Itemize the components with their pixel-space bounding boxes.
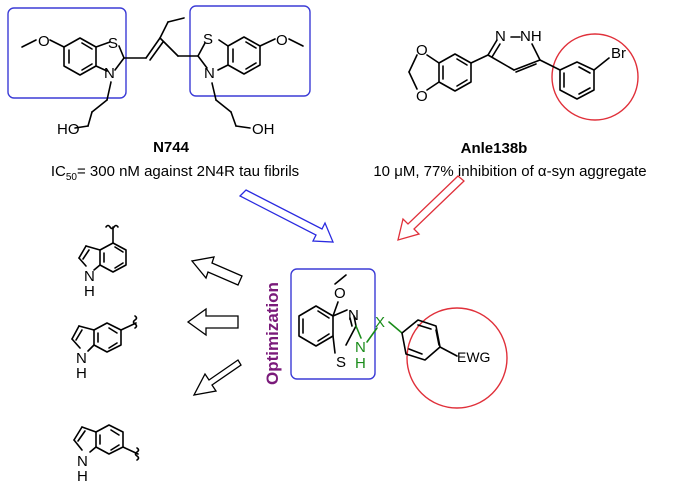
n744-hydroxyl-left: HO (57, 121, 80, 138)
n744-hydroxyl-right: OH (252, 121, 275, 138)
indole-5-substituted: N H (71, 315, 138, 382)
arrow-to-indole-5 (186, 307, 239, 337)
arrow-to-indole-4 (190, 256, 243, 286)
anle138b-structure: O O N NH Br (408, 28, 639, 121)
n744-structure: S N O HO S N O (7, 5, 311, 138)
anle138b-oxygen-bottom: O (416, 88, 428, 105)
indole-5-nitrogen: N (76, 350, 87, 367)
indole-5-hydrogen: H (76, 365, 87, 382)
linker-hydrogen: H (355, 355, 366, 372)
indole-6-nitrogen: N (77, 453, 88, 470)
n744-name: N744 (153, 139, 190, 156)
arrow-to-indole-6 (192, 359, 242, 396)
n744-activity: IC50= 300 nM against 2N4R tau fibrils (51, 163, 299, 183)
anle138b-bromophenyl-circle (551, 33, 639, 121)
scaffold-methoxy-oxygen: O (334, 285, 346, 302)
indole-4-hydrogen: H (84, 283, 95, 300)
n744-oxygen-right: O (276, 32, 288, 49)
n744-nitrogen-left: N (104, 65, 115, 82)
indole-6-substituted: N H (73, 424, 140, 485)
red-arrow (397, 175, 465, 241)
indole-4-substituted: N H (78, 224, 127, 300)
scaffold-thiazole-nitrogen: N (348, 307, 359, 324)
linker-x: X (375, 314, 385, 331)
ewg-aryl-circle (406, 307, 508, 409)
n744-sulfur-right: S (203, 31, 213, 48)
linker-nitrogen: N (355, 339, 366, 356)
anle138b-pyrazole-nh: NH (520, 28, 542, 45)
n744-sulfur-left: S (108, 35, 118, 52)
indole-4-nitrogen: N (84, 268, 95, 285)
optimization-label: Optimization (263, 282, 282, 385)
anle138b-pyrazole-n: N (495, 28, 506, 45)
benzothiazole-core-box (290, 268, 376, 380)
ewg-label: EWG (457, 349, 490, 365)
n744-right-benzothiazole-box (189, 5, 311, 97)
anle138b-activity: 10 μM, 77% inhibition of α-syn aggregate (373, 163, 646, 180)
scaffold-thiazole-sulfur: S (336, 354, 346, 371)
n744-left-benzothiazole-box (7, 7, 127, 99)
n744-nitrogen-right: N (204, 65, 215, 82)
anle138b-name: Anle138b (461, 140, 528, 157)
n744-oxygen-left: O (38, 33, 50, 50)
optimized-scaffold: O N S N H X (290, 268, 403, 380)
indole-6-hydrogen: H (77, 468, 88, 485)
anle138b-oxygen-top: O (416, 42, 428, 59)
blue-arrow (238, 189, 335, 243)
anle138b-bromine: Br (611, 45, 626, 62)
